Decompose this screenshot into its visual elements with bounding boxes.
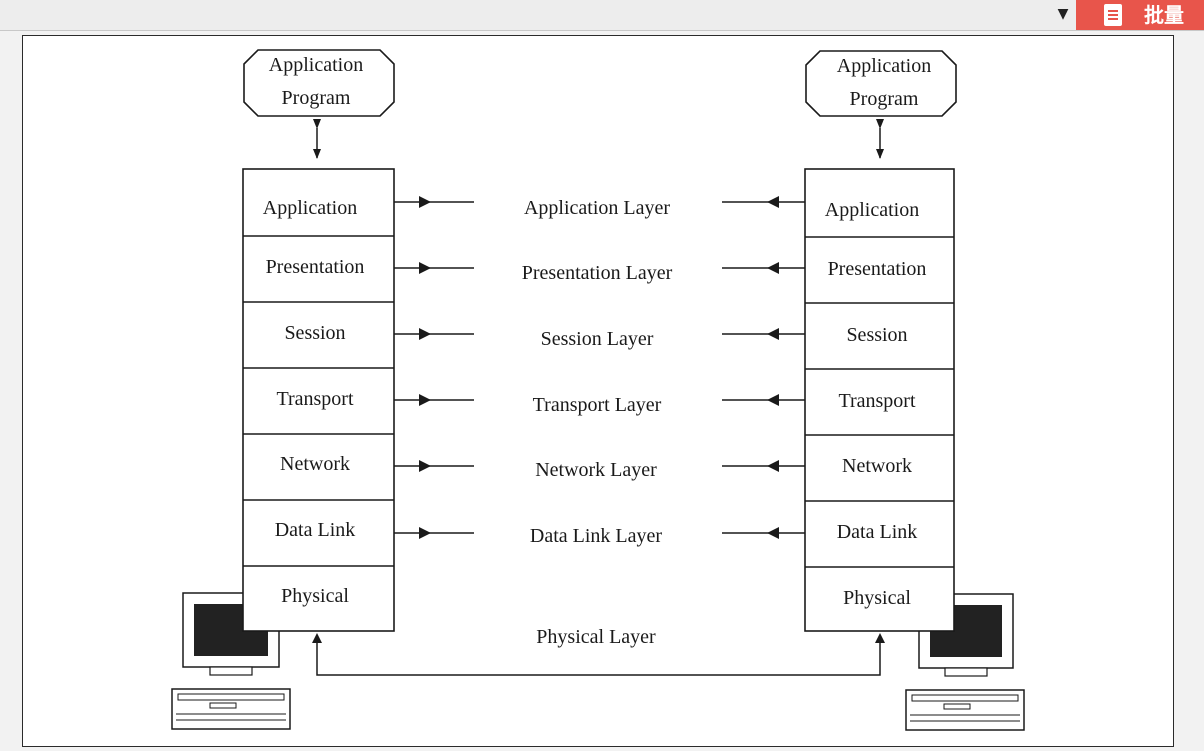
left-layer-data-link: Data Link [275, 519, 356, 541]
physical-link-left-arrow [312, 633, 322, 643]
left-layer-presentation: Presentation [266, 256, 365, 278]
left-layer-transport: Transport [276, 388, 353, 410]
left-peer-connectors [394, 196, 474, 539]
left-program-line-1: Application [269, 54, 363, 76]
left-osi-stack: Application Presentation Session Transpo… [242, 168, 395, 632]
right-application-program: Application Program [805, 50, 957, 117]
left-application-program: Application Program [243, 49, 395, 117]
right-layer-data-link: Data Link [837, 521, 918, 543]
batch-button-label: 批量 [1144, 3, 1184, 27]
peer-label-network: Network Layer [535, 459, 657, 481]
peer-label-data-link: Data Link Layer [530, 525, 662, 547]
right-layer-session: Session [846, 324, 907, 346]
peer-label-session: Session Layer [541, 328, 654, 350]
right-osi-stack: Application Presentation Session Transpo… [804, 168, 955, 632]
physical-link-line [316, 643, 881, 676]
left-layer-session: Session [284, 322, 345, 344]
right-layer-network: Network [842, 455, 912, 477]
right-layer-presentation: Presentation [828, 258, 927, 280]
right-program-line-1: Application [837, 55, 931, 77]
peer-label-transport: Transport Layer [533, 394, 662, 416]
left-program-line-2: Program [282, 87, 351, 109]
right-layer-transport: Transport [838, 390, 915, 412]
peer-label-application: Application Layer [524, 197, 670, 219]
document-icon [1104, 4, 1122, 26]
left-layer-physical: Physical [281, 585, 349, 607]
left-layer-network: Network [280, 453, 350, 475]
right-layer-application: Application [825, 199, 919, 221]
peer-label-presentation: Presentation Layer [522, 262, 673, 284]
caret-down-icon[interactable]: ▼ [1057, 6, 1069, 22]
right-peer-connectors [722, 196, 805, 539]
physical-link-right-arrow [875, 633, 885, 643]
batch-button[interactable]: 批量 [1076, 0, 1204, 30]
left-computer-icon [171, 592, 291, 730]
right-program-line-2: Program [850, 88, 919, 110]
peer-layer-labels: Application Layer Presentation Layer Ses… [522, 197, 673, 648]
right-layer-physical: Physical [843, 587, 911, 609]
peer-label-physical: Physical Layer [536, 626, 656, 648]
left-layer-application: Application [263, 197, 357, 219]
top-toolbar: ▼ 批量 [0, 0, 1204, 31]
